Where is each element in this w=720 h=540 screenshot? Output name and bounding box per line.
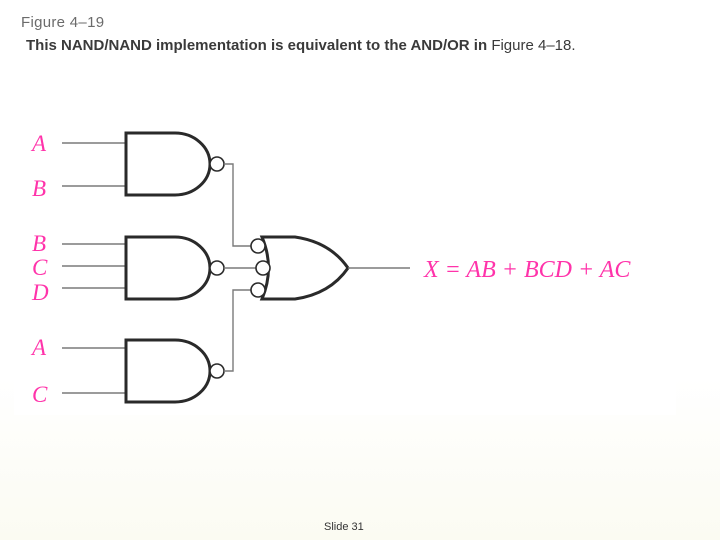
input-label-g2-3: D bbox=[31, 280, 49, 305]
wire-g3-to-or bbox=[224, 289, 251, 372]
output-expression: X = AB + BCD + AC bbox=[423, 257, 631, 283]
nand-gate-2 bbox=[124, 235, 212, 301]
nand-gate-3 bbox=[124, 338, 212, 404]
figure-caption: This NAND/NAND implementation is equival… bbox=[26, 37, 576, 54]
wire-g1-to-or bbox=[224, 163, 251, 247]
or-gate-bubble-1 bbox=[250, 238, 266, 254]
input-label-g1-2: B bbox=[32, 176, 46, 201]
caption-reference: Figure 4–18. bbox=[491, 37, 576, 54]
figure-number: Figure 4–19 bbox=[21, 14, 105, 31]
or-gate bbox=[259, 235, 350, 301]
input-label-g2-1: B bbox=[32, 231, 46, 256]
input-label-g1-1: A bbox=[30, 131, 47, 156]
caption-main: This NAND/NAND implementation is equival… bbox=[26, 37, 492, 54]
or-gate-bubble-2 bbox=[255, 260, 271, 276]
nand-gate-1-bubble bbox=[209, 156, 225, 172]
nand-gate-1 bbox=[124, 131, 212, 197]
nand-gate-2-bubble bbox=[209, 260, 225, 276]
or-gate-bubble-3 bbox=[250, 282, 266, 298]
nand-gate-3-bubble bbox=[209, 363, 225, 379]
slide-number: Slide 31 bbox=[324, 521, 364, 533]
input-label-g3-2: C bbox=[32, 382, 48, 407]
input-label-g3-1: A bbox=[30, 335, 47, 360]
input-label-g2-2: C bbox=[32, 255, 48, 280]
